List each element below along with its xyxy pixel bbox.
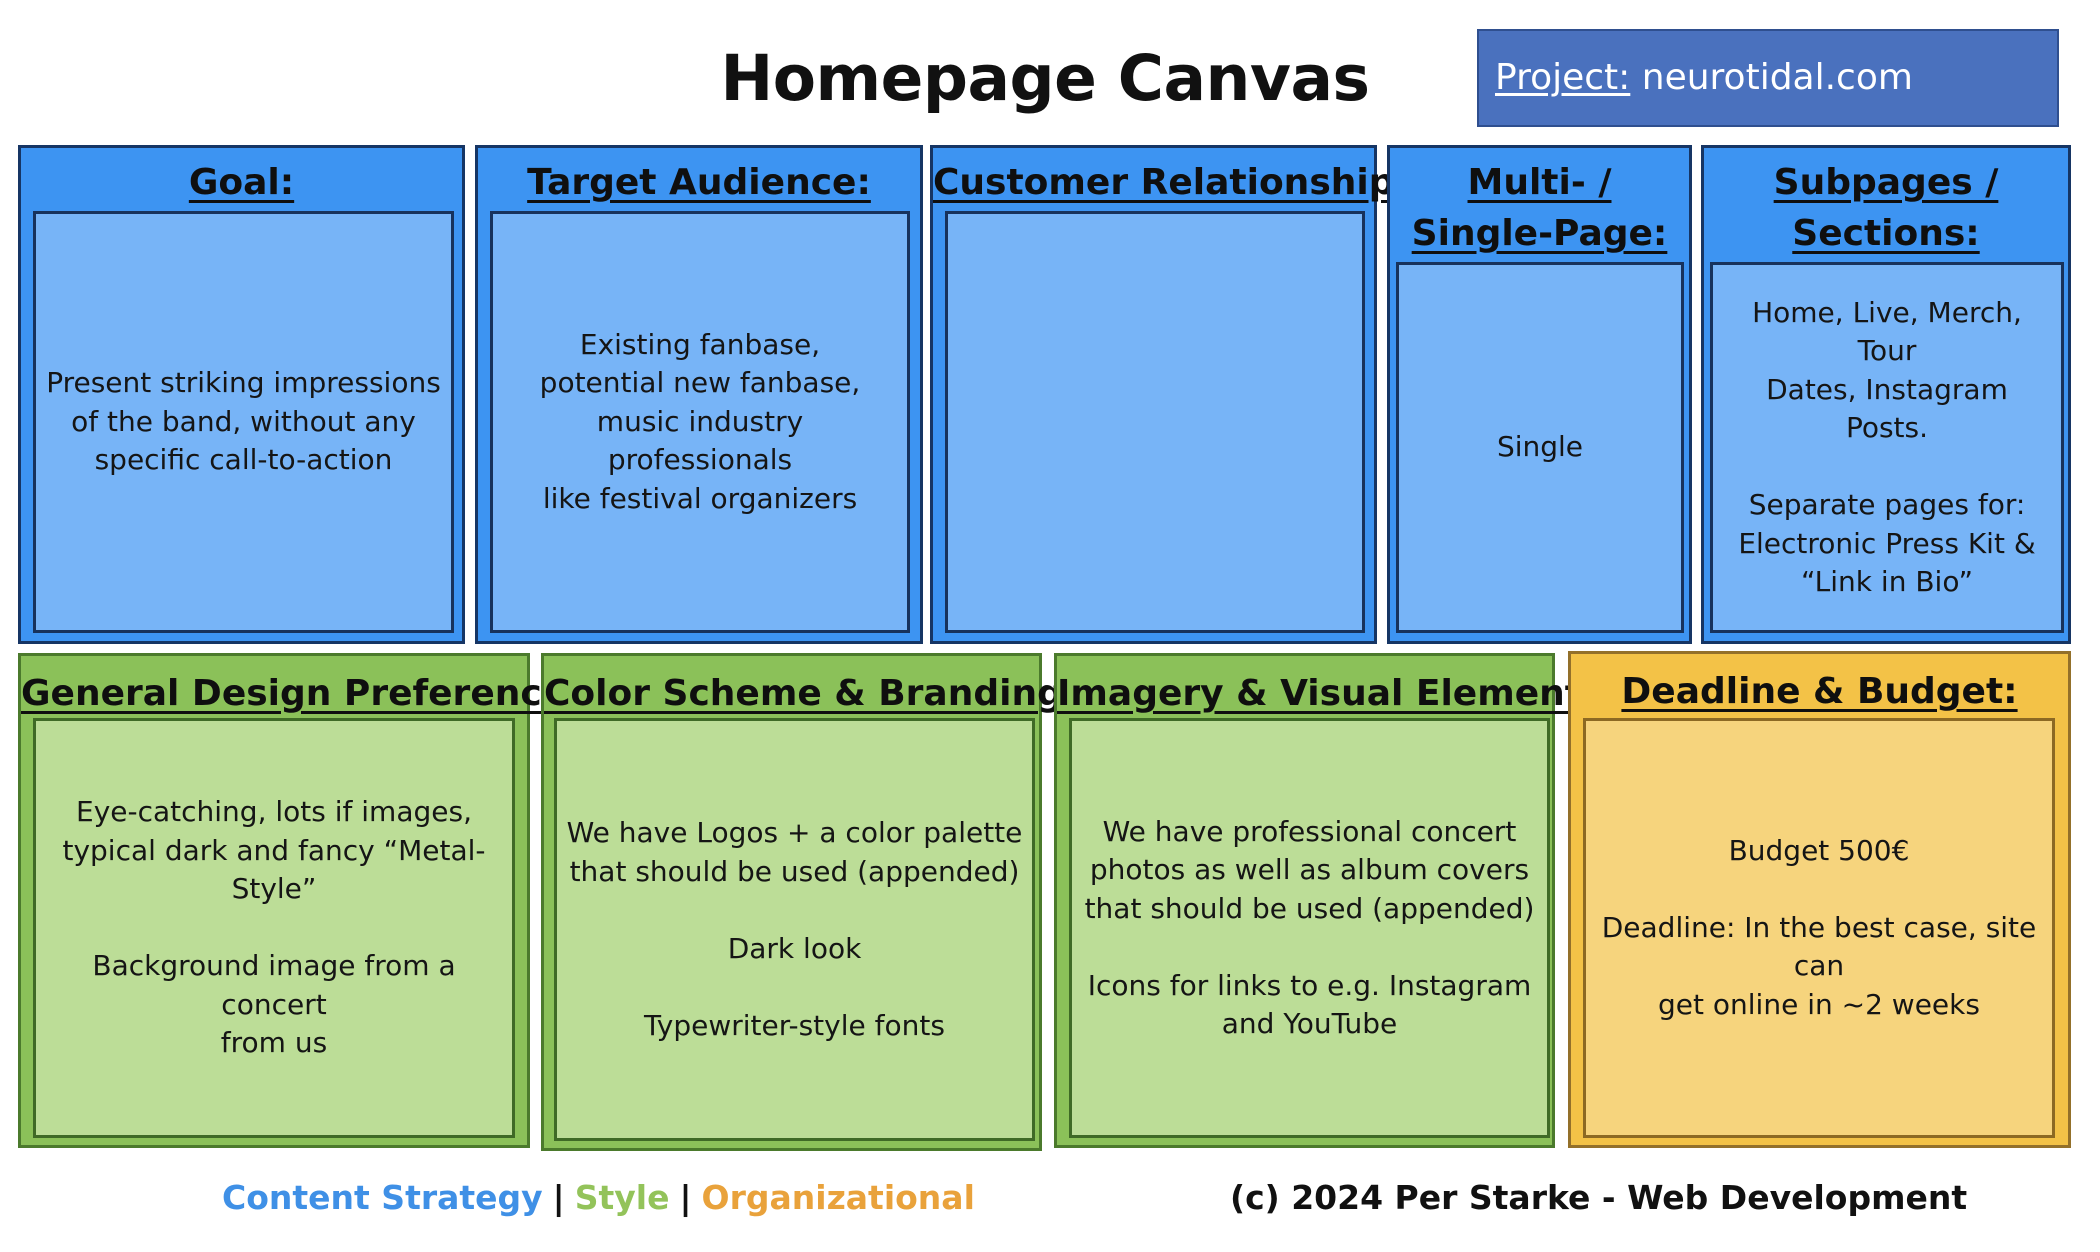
color-scheme-panel: Color Scheme & Branding: We have Logos +… <box>541 653 1078 1151</box>
design-preferences-title: General Design Preferences: <box>21 673 602 714</box>
legend-organizational: Organizational <box>701 1178 975 1217</box>
goal-title: Goal: <box>188 162 295 203</box>
customer-relationships-panel: Customer Relationships: <box>930 145 1431 644</box>
single-page-box: Single <box>1396 262 1684 633</box>
subpages-title-line1: Subpages / <box>1773 162 1999 203</box>
single-page-title-line1: Multi- / <box>1467 162 1612 203</box>
subpages-text: Home, Live, Merch, Tour Dates, Instagram… <box>1738 295 2036 599</box>
single-page-panel: Multi- / Single-Page: Single <box>1387 145 1692 644</box>
deadline-budget-text: Budget 500€ Deadline: In the best case, … <box>1601 833 2037 1021</box>
imagery-title: Imagery & Visual Elements: <box>1057 673 1618 714</box>
project-label: Project: <box>1495 57 1631 98</box>
legend-style: Style <box>574 1178 670 1217</box>
deadline-budget-panel: Deadline & Budget: Budget 500€ Deadline:… <box>1568 651 2071 1148</box>
legend-content-strategy: Content Strategy <box>222 1178 543 1217</box>
canvas-title: Homepage Canvas <box>720 42 1370 115</box>
target-audience-panel: Target Audience: Existing fanbase, poten… <box>475 145 923 644</box>
project-value: neurotidal.com <box>1641 57 1913 98</box>
legend-separator-2: | <box>679 1178 692 1217</box>
subpages-panel: Subpages / Sections: Home, Live, Merch, … <box>1701 145 2071 644</box>
deadline-budget-box: Budget 500€ Deadline: In the best case, … <box>1583 718 2055 1138</box>
target-audience-title: Target Audience: <box>527 162 871 203</box>
single-page-title-line2: Single-Page: <box>1411 213 1668 254</box>
category-legend: Content Strategy|Style|Organizational <box>222 1174 975 1222</box>
subpages-title-line2: Sections: <box>1792 213 1980 254</box>
imagery-box: We have professional concert photos as w… <box>1069 718 1550 1138</box>
subpages-box: Home, Live, Merch, Tour Dates, Instagram… <box>1710 262 2064 633</box>
legend-separator-1: | <box>552 1178 565 1217</box>
single-page-text: Single <box>1496 430 1584 464</box>
goal-box: Present striking impressions of the band… <box>33 211 454 633</box>
imagery-panel: Imagery & Visual Elements: We have profe… <box>1054 653 1618 1148</box>
color-scheme-box: We have Logos + a color palette that sho… <box>554 718 1035 1141</box>
imagery-text: We have professional concert photos as w… <box>1084 814 1535 1041</box>
design-preferences-box: Eye-catching, lots if images, typical da… <box>33 718 515 1138</box>
project-box: Project: neurotidal.com <box>1477 29 2059 127</box>
customer-relationships-title: Customer Relationships: <box>933 162 1431 203</box>
goal-text: Present striking impressions of the band… <box>46 366 441 477</box>
copyright-footer: (c) 2024 Per Starke - Web Development <box>1230 1178 1968 1217</box>
deadline-budget-title: Deadline & Budget: <box>1621 671 2018 712</box>
target-audience-box: Existing fanbase, potential new fanbase,… <box>490 211 910 633</box>
design-preferences-text: Eye-catching, lots if images, typical da… <box>62 795 486 1060</box>
color-scheme-text: We have Logos + a color palette that sho… <box>566 816 1023 1042</box>
goal-panel: Goal: Present striking impressions of th… <box>18 145 465 644</box>
color-scheme-title: Color Scheme & Branding: <box>544 673 1078 714</box>
design-preferences-panel: General Design Preferences: Eye-catching… <box>18 653 602 1148</box>
customer-relationships-box <box>945 211 1365 633</box>
target-audience-text: Existing fanbase, potential new fanbase,… <box>539 327 861 515</box>
